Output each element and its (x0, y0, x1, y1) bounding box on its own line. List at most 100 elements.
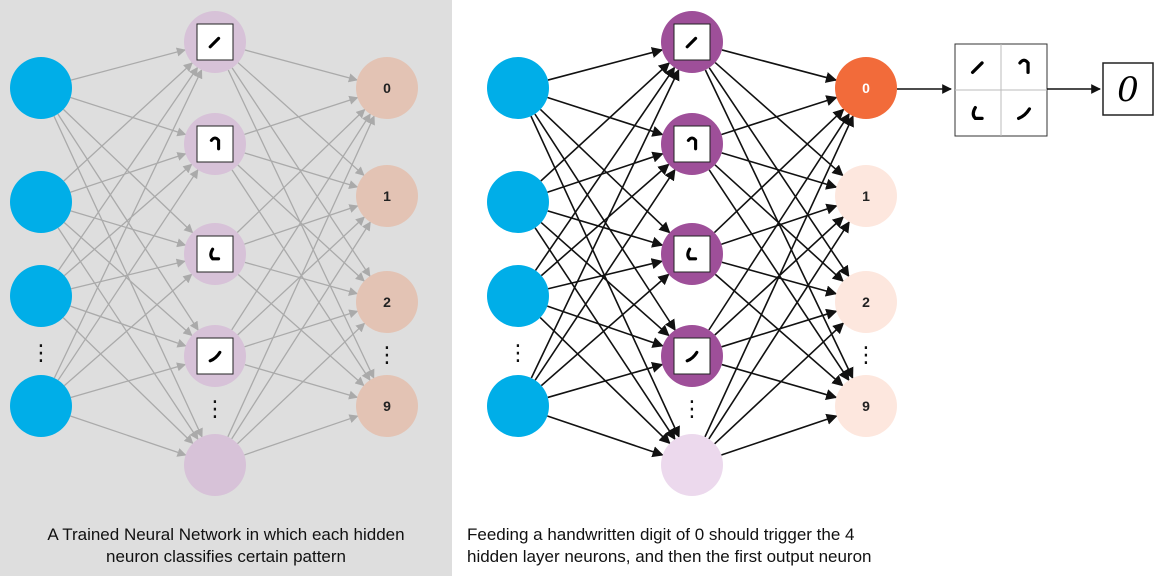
left-network-edges (53, 47, 375, 457)
connection-arrow (547, 415, 664, 458)
output-neuron-1 (835, 165, 897, 227)
connection-arrow (530, 115, 680, 438)
grid-pattern-stroke-bottom-right (1016, 107, 1032, 121)
left-network-nodes: 0 1 2 9 ⋮ ⋮ ⋮ (10, 11, 418, 496)
hidden-pattern-stroke-bottom-right (673, 337, 711, 375)
hidden-ellipsis: ⋮ (204, 397, 226, 422)
connection-arrow (721, 413, 838, 456)
output-neuron-9 (356, 375, 418, 437)
output-ellipsis: ⋮ (376, 343, 398, 368)
connection-arrow (231, 221, 371, 440)
connection-arrow (70, 415, 187, 457)
connection-arrow (530, 68, 680, 379)
connection-arrow (547, 151, 664, 193)
hidden-neuron-extra (184, 434, 246, 496)
connection-arrow (63, 62, 193, 182)
connection-arrow (534, 227, 676, 441)
input-ellipsis: ⋮ (30, 341, 52, 366)
connection-arrow (721, 49, 838, 83)
connection-arrow (708, 113, 850, 331)
connection-arrow (540, 163, 670, 277)
connection-arrow (540, 62, 671, 182)
input-neuron (10, 265, 72, 327)
output-label: 9 (383, 398, 391, 414)
output-neuron-1 (356, 165, 418, 227)
connection-arrow (57, 113, 199, 331)
output-neuron-0 (356, 57, 418, 119)
connection-arrow (227, 69, 375, 379)
connection-arrow (244, 364, 359, 400)
hidden-pattern-stroke-bottom-left (673, 235, 711, 273)
connection-arrow (70, 47, 186, 81)
output-neuron-2 (356, 271, 418, 333)
connection-arrow (70, 305, 187, 348)
input-neuron (10, 57, 72, 119)
connection-arrow (540, 221, 670, 337)
input-neuron (487, 265, 549, 327)
output-neuron-2 (835, 271, 897, 333)
output-neuron-0 (835, 57, 897, 119)
connection-arrow (70, 152, 187, 193)
final-digit-box (1102, 62, 1154, 116)
input-neuron (487, 171, 549, 233)
input-neuron (10, 375, 72, 437)
hidden-pattern-stroke-top-right (196, 125, 234, 163)
connection-arrow (547, 305, 664, 348)
connection-arrow (53, 115, 203, 438)
connection-arrow (244, 49, 358, 83)
connection-arrow (721, 203, 838, 245)
output-label: 1 (862, 188, 870, 204)
connection-arrow (534, 66, 676, 271)
hidden-pattern-stroke-top-left (196, 23, 234, 61)
hidden-neuron-extra (661, 434, 723, 496)
connection-arrow (231, 67, 371, 277)
connection-arrow (57, 169, 199, 381)
connection-arrow (227, 115, 375, 438)
right-network-edges (530, 47, 854, 458)
connection-arrow (721, 308, 838, 348)
connection-arrow (53, 69, 203, 379)
connection-arrow (534, 168, 676, 381)
output-label: 0 (383, 80, 391, 96)
connection-arrow (540, 273, 670, 387)
connection-arrow (714, 61, 844, 177)
connection-arrow (244, 152, 359, 190)
output-label: 1 (383, 188, 391, 204)
output-label: 9 (862, 398, 870, 414)
connection-arrow (547, 361, 664, 399)
output-label: 2 (383, 294, 391, 310)
input-neuron (487, 57, 549, 119)
hidden-pattern-stroke-top-right (673, 125, 711, 163)
input-neuron (487, 375, 549, 437)
connection-arrow (70, 96, 187, 137)
grid-pattern-stroke-bottom-left (971, 105, 984, 121)
connection-arrow (70, 362, 187, 399)
hidden-pattern-stroke-bottom-left (196, 235, 234, 273)
right-caption: Feeding a handwritten digit of 0 should … (467, 525, 872, 566)
hidden-pattern-stroke-top-left (673, 23, 711, 61)
output-label: 2 (862, 294, 870, 310)
composite-pattern-grid: 0 (897, 43, 1154, 137)
output-neuron-9 (835, 375, 897, 437)
grid-pattern-stroke-top-right (1018, 58, 1030, 75)
connection-arrow (704, 115, 854, 438)
output-ellipsis: ⋮ (855, 343, 877, 368)
connection-arrow (63, 163, 193, 277)
connection-arrow (62, 108, 194, 234)
input-neuron (10, 171, 72, 233)
connection-arrow (534, 113, 676, 331)
connection-arrow (244, 204, 359, 245)
connection-arrow (714, 322, 845, 445)
connection-arrow (547, 210, 664, 248)
connection-arrow (57, 227, 199, 440)
connection-arrow (236, 108, 366, 233)
input-ellipsis: ⋮ (507, 341, 529, 366)
connection-arrow (244, 414, 359, 456)
connection-arrow (539, 108, 671, 234)
connection-arrow (244, 309, 359, 348)
connection-arrow (713, 108, 845, 234)
connection-arrow (63, 222, 193, 337)
connection-arrow (70, 210, 187, 248)
